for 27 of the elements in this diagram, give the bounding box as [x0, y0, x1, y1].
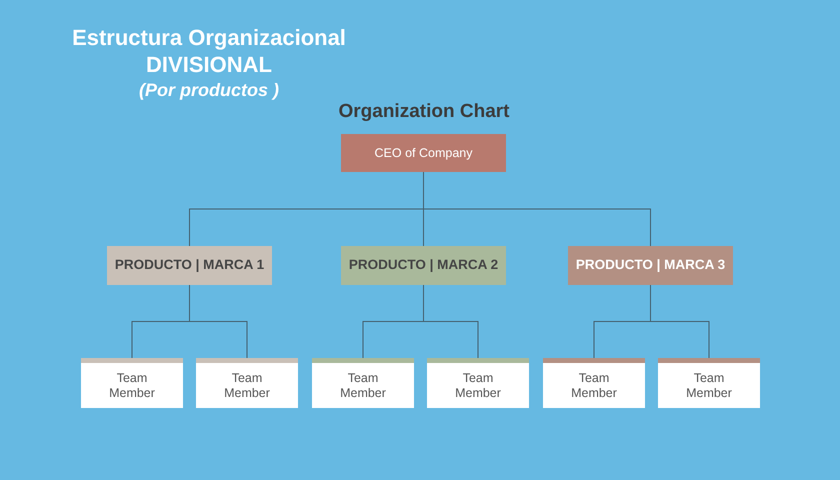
- connector-line: [423, 172, 651, 246]
- role-box: [341, 246, 506, 285]
- box-label: Team Member: [570, 370, 618, 400]
- box-label: Team Member: [339, 370, 387, 400]
- box-label: Team Member: [223, 370, 271, 400]
- box-label: Team Member: [454, 370, 502, 400]
- member-box: [658, 358, 760, 408]
- role-box: [107, 246, 272, 285]
- member-box: [81, 358, 183, 408]
- member-box: [427, 358, 529, 408]
- member-box: [312, 358, 414, 408]
- member-box: [196, 358, 298, 408]
- box-label: Team Member: [108, 370, 156, 400]
- connector-line: [189, 284, 248, 358]
- chart-heading: Organization Chart: [337, 101, 510, 124]
- box-label: CEO of Company: [374, 146, 472, 160]
- box-label: PRODUCTO | MARCA 3: [576, 257, 726, 274]
- title: Estructura Organizacional DIVISIONAL: [71, 24, 347, 78]
- member-box: [543, 358, 645, 408]
- connector-line: [650, 284, 710, 358]
- subtitle: (Por productos ): [138, 80, 280, 102]
- box-label: PRODUCTO | MARCA 2: [348, 257, 498, 274]
- role-box: [341, 134, 506, 172]
- box-label: PRODUCTO | MARCA 1: [114, 257, 264, 274]
- role-box: [568, 246, 733, 285]
- box-label: Team Member: [685, 370, 733, 400]
- connector-line: [423, 284, 478, 358]
